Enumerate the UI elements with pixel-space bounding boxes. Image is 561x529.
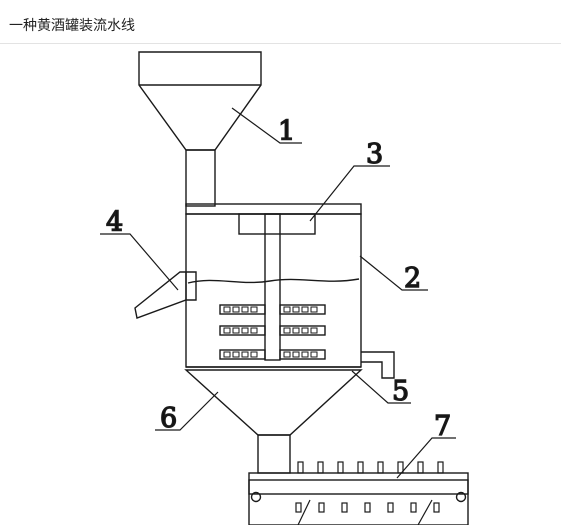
- motor-housing: [238, 213, 316, 361]
- page-title: 一种黄酒罐装流水线: [9, 18, 135, 34]
- callout-1: 1: [278, 116, 295, 147]
- page-header: 一种黄酒罐装流水线: [0, 0, 561, 44]
- leader-lines: [100, 107, 456, 526]
- callout-7: 7: [434, 411, 451, 442]
- hopper: [138, 51, 262, 207]
- callout-5: 5: [392, 376, 409, 407]
- callout-6: 6: [160, 403, 177, 434]
- cone-bottom: [184, 366, 363, 474]
- inlet-chute: [134, 271, 197, 319]
- callout-3: 3: [366, 139, 383, 170]
- callout-2: 2: [404, 263, 421, 294]
- conveyor: [248, 461, 469, 526]
- bottling-line-diagram: 1 2 3 4 5 6 7: [100, 51, 469, 526]
- outlet-pipe: [361, 351, 395, 379]
- callout-4: 4: [106, 207, 123, 238]
- stirring-blades: [219, 304, 326, 360]
- tank: [185, 203, 362, 368]
- patent-figure: 1 2 3 4 5 6 7: [0, 44, 561, 526]
